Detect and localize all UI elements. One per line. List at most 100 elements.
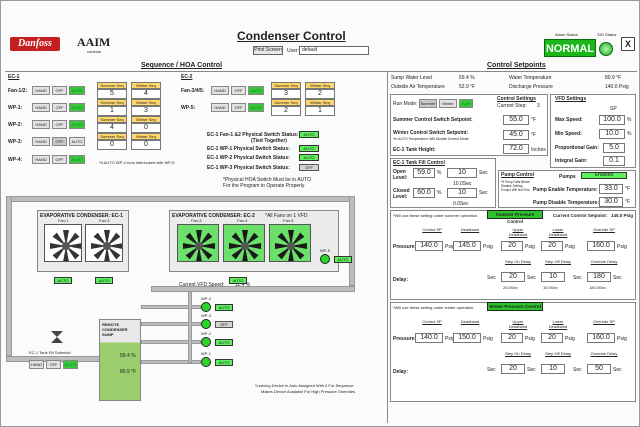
tank-height-label: EC-1 Tank Height: <box>393 147 436 153</box>
ec2-auto-button[interactable]: AUTO <box>248 103 264 112</box>
pumps-status[interactable]: Enabled <box>581 172 627 179</box>
print-screen-button[interactable]: Print Screen <box>253 46 283 55</box>
ec2-auto-button[interactable]: AUTO <box>248 86 264 95</box>
run-mode-winter[interactable]: Winter <box>439 99 457 108</box>
ec1-auto-button[interactable]: AUTO <box>69 103 85 112</box>
int-gain-input[interactable]: 0.1 <box>603 156 625 166</box>
delay-input[interactable]: 20 <box>501 272 525 282</box>
ec1-off-button[interactable]: OFF <box>52 86 67 95</box>
ec1-hand-button[interactable]: HAND <box>32 103 50 112</box>
ec1-winter-seq-input[interactable]: 4 <box>131 89 161 99</box>
ec2-row-label: Fan-3/4/5: <box>181 88 205 94</box>
max-speed-input[interactable]: 100.0 <box>599 115 625 125</box>
open-delay-actual: 10.0Sec <box>453 181 472 187</box>
current-step-label: Current Step: <box>497 103 527 109</box>
fan-label: Fan-5 <box>283 218 294 223</box>
run-mode-summer[interactable]: Summer <box>419 99 437 108</box>
ec1-off-button[interactable]: OFF <box>52 103 67 112</box>
delay-input[interactable]: 10 <box>541 272 565 282</box>
closed-level-input[interactable]: 60.0 <box>413 188 435 198</box>
ec2-off-button[interactable]: OFF <box>231 103 246 112</box>
water-pump-status[interactable]: AUTO <box>334 256 352 263</box>
pressure-col-head: Control SP <box>422 227 442 232</box>
prop-gain-input[interactable]: 5.0 <box>603 143 625 153</box>
pipe-right <box>349 196 355 286</box>
water-pump-status[interactable]: AUTO <box>215 304 233 311</box>
ec1-auto-button[interactable]: AUTO <box>69 120 85 129</box>
pump-enable-input[interactable]: 33.0 <box>599 184 623 194</box>
closed-delay-input[interactable]: 10 <box>447 188 477 198</box>
ec1-off-button[interactable]: OFF <box>52 137 67 146</box>
ec1-hand-button[interactable]: HAND <box>32 120 50 129</box>
ec1-winter-seq-input[interactable]: 0 <box>131 123 161 133</box>
ec1-hand-button[interactable]: HAND <box>32 86 50 95</box>
ec1-off-button[interactable]: OFF <box>52 120 67 129</box>
pressure-input[interactable]: 20 <box>541 333 563 343</box>
ec1-row-label: WP-1: <box>8 105 23 111</box>
pressure-input[interactable]: 20 <box>501 333 523 343</box>
close-button[interactable]: X <box>621 37 635 51</box>
stat-value: 80.9 °F <box>605 75 622 81</box>
control-settings-panel: Run Mode: Summer Winter Auto Control Set… <box>390 94 548 156</box>
water-pump-status[interactable]: AUTO <box>215 339 233 346</box>
pressure-input[interactable]: 140.0 <box>415 333 443 343</box>
ec1-off-button[interactable]: OFF <box>52 155 67 164</box>
pump-disable-unit: °F <box>625 199 631 205</box>
delay-input[interactable]: 10 <box>541 364 565 374</box>
winter-switch-input[interactable]: 45.0 <box>503 130 529 140</box>
alarm-status-badge: NORMAL <box>544 39 596 57</box>
ec2-summer-seq-input[interactable]: 3 <box>271 89 301 99</box>
ec2-row-label: WP-5: <box>181 105 196 111</box>
ec1-summer-seq-input[interactable]: 4 <box>97 123 127 133</box>
tank-fill-hand[interactable]: HAND <box>29 360 44 369</box>
open-delay-input[interactable]: 10 <box>447 168 477 178</box>
tank-fill-panel: EC-1 Tank Fill Control Open Level: 59.0 … <box>390 158 496 208</box>
ec2-hand-button[interactable]: HAND <box>211 86 229 95</box>
pressure-col-head: Override SP <box>593 227 615 232</box>
ec1-summer-seq-input[interactable]: 1 <box>97 106 127 116</box>
pressure-input[interactable]: 160.0 <box>587 333 615 343</box>
ec1-winter-seq-input[interactable]: 3 <box>131 106 161 116</box>
ec1-hand-button[interactable]: HAND <box>32 155 50 164</box>
tank-fill-auto[interactable]: AUTO <box>63 360 78 369</box>
tank-height-input[interactable]: 72.0 <box>503 144 529 154</box>
ec1-summer-seq-input[interactable]: 5 <box>97 89 127 99</box>
user-field[interactable]: default <box>299 46 369 55</box>
ec2-winter-seq-input[interactable]: 2 <box>305 89 335 99</box>
pressure-input[interactable]: 20 <box>541 241 563 251</box>
pump-disable-input[interactable]: 30.0 <box>599 197 623 207</box>
pumps-label: Pumps <box>559 174 576 180</box>
pressure-input[interactable]: 20 <box>501 241 523 251</box>
run-mode-auto[interactable]: Auto <box>459 99 473 108</box>
pressure-unit: Psig <box>483 336 493 342</box>
pressure-input[interactable]: 160.0 <box>587 241 615 251</box>
fan-auto-status: AUTO <box>54 277 72 284</box>
min-speed-input[interactable]: 10.0 <box>599 129 625 139</box>
ec1-auto-button[interactable]: AUTO <box>69 137 85 146</box>
header-divider <box>5 71 637 72</box>
ec1-auto-button[interactable]: AUTO <box>69 86 85 95</box>
ec2-winter-seq-input[interactable]: 1 <box>305 106 335 116</box>
ec2-hand-button[interactable]: HAND <box>211 103 229 112</box>
sequence-hoa-title: Sequence / HOA Control <box>141 62 223 69</box>
ec2-summer-seq-input[interactable]: 2 <box>271 106 301 116</box>
pressure-input[interactable]: 145.0 <box>453 241 481 251</box>
ec1-row-label: WP-3: <box>8 139 23 145</box>
water-pump-status[interactable]: AUTO <box>215 359 233 366</box>
summer-switch-input[interactable]: 55.0 <box>503 115 529 125</box>
ec1-auto-button[interactable]: AUTO <box>69 155 85 164</box>
pressure-input[interactable]: 150.0 <box>453 333 481 343</box>
ec2-off-button[interactable]: OFF <box>231 86 246 95</box>
ec1-hand-button[interactable]: HAND <box>32 137 50 146</box>
ec1-winter-seq-input[interactable]: 0 <box>131 140 161 150</box>
tank-fill-off[interactable]: OFF <box>46 360 61 369</box>
open-level-input[interactable]: 59.0 <box>413 168 435 178</box>
pressure-input[interactable]: 140.0 <box>415 241 443 251</box>
delay-input[interactable]: 20 <box>501 364 525 374</box>
water-pump-status[interactable]: OFF <box>215 321 233 328</box>
delay-input[interactable]: 180 <box>587 272 611 282</box>
ec1-summer-seq-input[interactable]: 0 <box>97 140 127 150</box>
fan-icon <box>275 230 307 261</box>
delay-input[interactable]: 50 <box>587 364 611 374</box>
